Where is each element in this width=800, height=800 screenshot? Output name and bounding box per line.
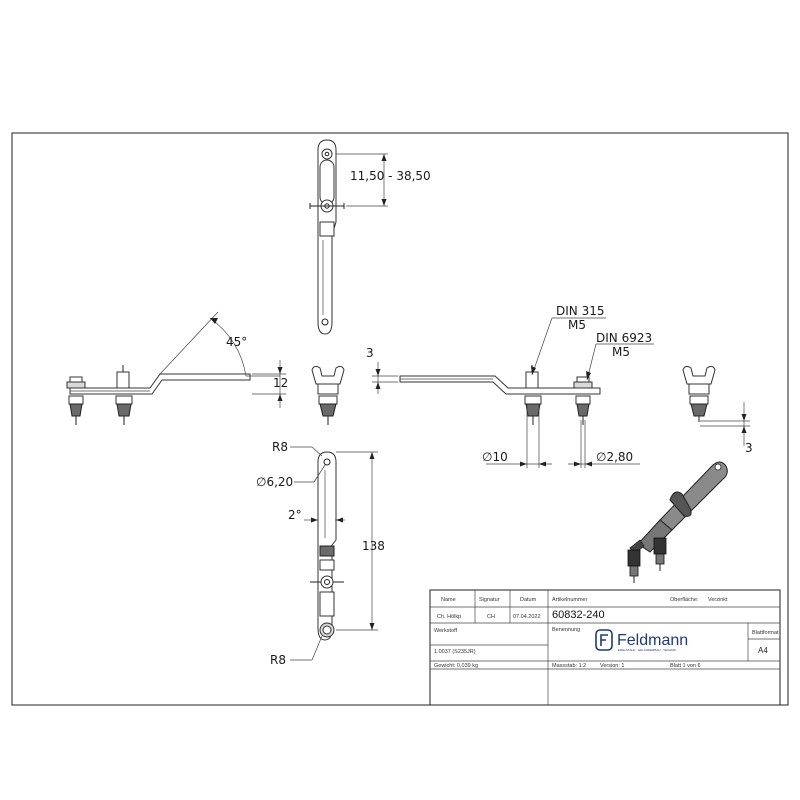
tb-version: Version: 1: [600, 663, 624, 669]
sheet-border: [11, 132, 789, 706]
left-side-view: [66, 365, 251, 425]
dim-dia-280: ∅2,80: [568, 420, 640, 468]
tb-header-signature: Signatur: [479, 597, 500, 603]
dim-length-138-label: 138: [362, 539, 385, 553]
logo-wordmark: Feldmann: [617, 632, 688, 649]
dim-top-range: 11,50 - 38,50: [336, 153, 431, 207]
middle-strip-view: [399, 375, 601, 395]
tb-header-surface: Oberfläche:: [670, 597, 699, 603]
dim-dia-620-label: ∅6,20: [256, 475, 293, 489]
tb-designation-label: Benennung: [552, 627, 580, 633]
title-block: Name Signatur Datum Artikelnummer Oberfl…: [429, 589, 781, 706]
feldmann-logo: Feldmann EDELSTAHL · GELÄNDERBAU · TECHN…: [595, 629, 688, 652]
tb-material: 1.0037 (S235JR): [434, 649, 476, 655]
dim-thickness-3-right-label: 3: [745, 441, 753, 455]
dim-r8-bottom: R8: [270, 635, 323, 667]
tb-sheet-format-label: Blattformat: [752, 630, 779, 636]
dim-r8-top: R8: [272, 440, 323, 457]
bottom-view-lever: [310, 451, 344, 641]
center-wingnut-view: [311, 365, 345, 425]
dim-thickness-3-mid-label: 3: [366, 346, 374, 360]
right-side-view: [524, 365, 593, 425]
tb-header-date: Datum: [520, 597, 537, 603]
callout-din6923-label: DIN 6923: [596, 331, 652, 345]
callout-din315: DIN 315 M5: [531, 304, 606, 376]
dim-top-range-label: 11,50 - 38,50: [350, 169, 431, 183]
logo-subtitle: EDELSTAHL · GELÄNDERBAU · TECHNIK: [618, 648, 676, 652]
tb-surface-value: Verzinkt: [708, 597, 728, 603]
top-view-lever: [309, 139, 345, 335]
dim-height-12-label: 12: [273, 376, 288, 390]
callout-din315-label: DIN 315: [556, 304, 604, 318]
dim-angle-45: 45°: [159, 311, 280, 377]
dim-r8-top-label: R8: [272, 440, 288, 454]
tb-date: 07.04.2022: [513, 614, 541, 620]
tb-article-number: 60832-240: [552, 609, 605, 621]
callout-din6923-size: M5: [612, 345, 630, 359]
far-right-wingnut-view: [682, 365, 716, 422]
tb-header-article: Artikelnummer: [552, 597, 588, 603]
dim-dia-10-label: ∅10: [482, 450, 508, 464]
dim-thickness-3-mid: 3: [366, 346, 398, 394]
dim-height-12: 12: [252, 360, 288, 408]
callout-din315-size: M5: [568, 318, 586, 332]
tb-sheet-format: A4: [758, 646, 768, 655]
dim-dia-280-label: ∅2,80: [596, 450, 633, 464]
dim-angle-2: 2°: [288, 508, 345, 523]
tb-signature: CH: [487, 614, 495, 620]
tb-header-name: Name: [441, 597, 456, 603]
tb-sheet-of: Blatt 1 von 6: [670, 663, 701, 669]
dim-r8-bottom-label: R8: [270, 653, 286, 667]
dim-dia-620: ∅6,20: [256, 464, 326, 489]
tb-author: Ch. Hölkp: [437, 614, 461, 620]
tb-weight: Gewicht: 0,039 kg: [434, 663, 478, 669]
tb-material-label: Werkstoff: [434, 628, 457, 634]
dim-length-138: 138: [336, 451, 385, 631]
callout-din6923: DIN 6923 M5: [586, 331, 654, 381]
dim-thickness-3-right: 3: [700, 402, 753, 455]
tb-scale: Massstab: 1:2: [552, 663, 586, 669]
isometric-view: [627, 461, 728, 583]
dim-angle-45-label: 45°: [226, 335, 247, 349]
dim-angle-2-label: 2°: [288, 508, 302, 522]
dim-dia-10: ∅10: [482, 404, 552, 468]
